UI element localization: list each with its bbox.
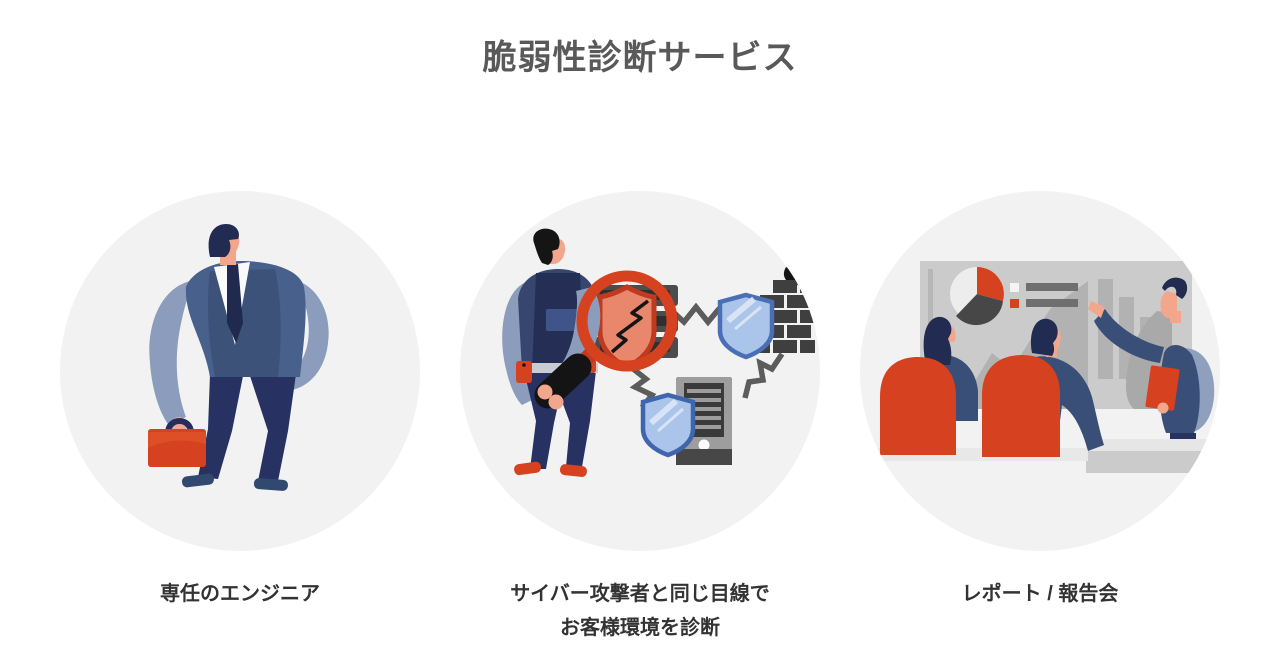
shield-icon bbox=[717, 292, 775, 360]
feature-card-diagnosis: サイバー攻撃者と同じ目線で お客様環境を診断 bbox=[460, 191, 820, 645]
features-row: 専任のエンジニア bbox=[0, 191, 1280, 645]
feature-caption-report: レポート / 報告会 bbox=[962, 577, 1119, 611]
caption-line: レポート / 報告会 bbox=[961, 583, 1119, 605]
caption-line: 専任のエンジニア bbox=[160, 583, 320, 605]
attacker-perspective-scan-illustration bbox=[460, 191, 820, 551]
report-illustration-circle bbox=[860, 191, 1220, 551]
caption-line: サイバー攻撃者と同じ目線で bbox=[510, 583, 770, 605]
network-link-zigzag bbox=[742, 352, 785, 399]
feature-caption-diagnosis: サイバー攻撃者と同じ目線で お客様環境を診断 bbox=[510, 577, 770, 645]
report-presentation-illustration bbox=[860, 191, 1220, 551]
red-report-book bbox=[1145, 365, 1180, 411]
security-analyst bbox=[502, 228, 601, 477]
pie-chart-graphic bbox=[950, 267, 1004, 326]
diagnosis-illustration-circle bbox=[460, 191, 820, 551]
caption-line: お客様環境を診断 bbox=[559, 617, 720, 639]
shield-icon bbox=[640, 392, 696, 458]
page-title: 脆弱性診断サービス bbox=[482, 39, 798, 77]
presenter-figure bbox=[1088, 277, 1215, 459]
magnifier-icon bbox=[534, 270, 678, 410]
feature-card-engineer: 専任のエンジニア bbox=[60, 191, 420, 645]
feature-card-report: レポート / 報告会 bbox=[860, 191, 1220, 645]
engineer-with-briefcase-illustration bbox=[60, 191, 420, 551]
audience-chair bbox=[880, 357, 956, 455]
chart-legend-graphic bbox=[1010, 283, 1078, 308]
engineer-illustration-circle bbox=[60, 191, 420, 551]
cracked-shield-icon bbox=[597, 284, 657, 370]
feature-caption-engineer: 専任のエンジニア bbox=[160, 577, 320, 611]
audience-chair bbox=[982, 355, 1060, 457]
podium bbox=[1086, 439, 1220, 451]
